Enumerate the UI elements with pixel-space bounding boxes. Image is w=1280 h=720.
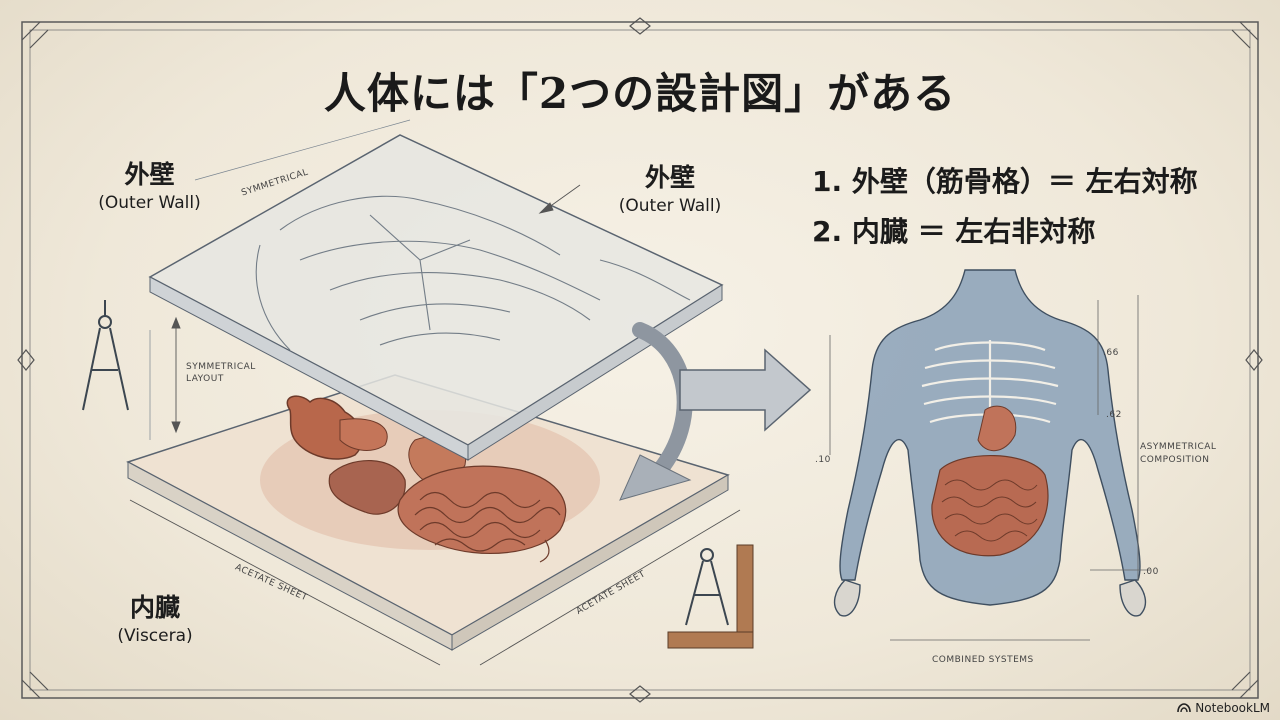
asym-note-1: ASYMMETRICAL: [1140, 442, 1217, 452]
compass-icon: [82, 300, 129, 411]
fig-note-10: .10: [815, 455, 831, 465]
notebooklm-icon: [1177, 703, 1192, 713]
fig-note-00: .00: [1143, 567, 1159, 577]
figure-dimension-lines: [829, 295, 1150, 641]
point-2: 2. 内臓 ＝ 左右非対称: [812, 215, 1096, 248]
organs-illustration: [286, 395, 567, 563]
point-1: 1. 外壁（筋骨格）＝ 左右対称: [812, 165, 1198, 198]
brand-label: NotebookLM: [1195, 701, 1270, 715]
symmetrical-layout-note-2: LAYOUT: [186, 374, 224, 384]
page-title: 人体には「2つの設計図」がある: [323, 69, 957, 118]
fig-note-62: .62: [1106, 410, 1122, 420]
viscera-label: 内臓 (Viscera): [95, 588, 215, 646]
outer-wall-label: 外壁 (Outer Wall): [82, 155, 217, 213]
outer-wall-en-2: (Outer Wall): [618, 196, 722, 216]
outer-wall-jp: 外壁: [124, 160, 175, 189]
combined-note: COMBINED SYSTEMS: [932, 655, 1034, 665]
brand-badge: NotebookLM: [1177, 701, 1270, 715]
outer-wall-label-2: 外壁 (Outer Wall): [600, 158, 740, 216]
outer-wall-sheet: [148, 119, 724, 461]
ruler-compass-icon: [667, 544, 754, 649]
combined-figure: [829, 269, 1150, 641]
viscera-in-figure: [931, 405, 1049, 557]
fig-note-66: .66: [1103, 348, 1119, 358]
viscera-en: (Viscera): [117, 626, 193, 646]
symmetrical-layout-note-1: SYMMETRICAL: [186, 362, 256, 372]
asym-note-2: COMPOSITION: [1140, 455, 1210, 465]
flow-arrow: [619, 322, 812, 501]
viscera-jp: 内臓: [129, 593, 180, 622]
outer-wall-jp-2: 外壁: [644, 163, 695, 192]
dimension-lines: [129, 184, 741, 666]
outer-wall-en: (Outer Wall): [98, 193, 201, 213]
